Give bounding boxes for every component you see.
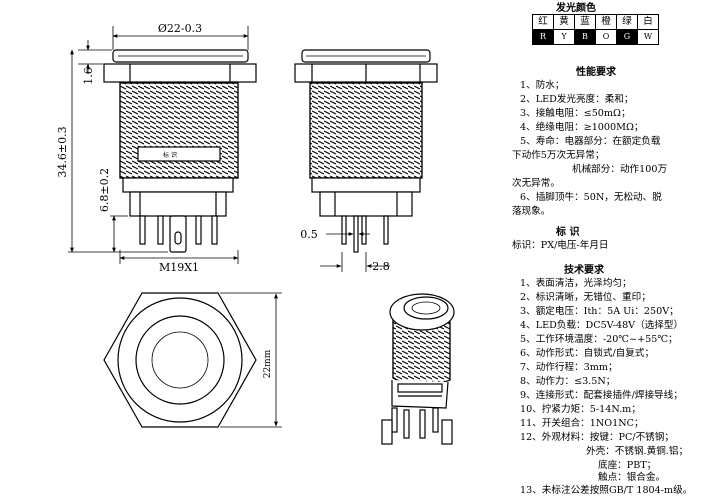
light-colors-title: 发光颜色 <box>556 3 596 14</box>
performance-line-5: 5、寿命：电器部分：在额定负载 <box>520 136 661 147</box>
technical-line-9: 9、连接形式：配套接插件/焊接导线； <box>520 390 683 401</box>
side-view <box>294 49 438 253</box>
total-height-label: 34.6±0.3 <box>56 126 69 177</box>
color-name-red: 红 <box>532 14 554 30</box>
top-diameter-label: Ø22-0.3 <box>158 22 202 35</box>
performance-line-10: 落现象。 <box>512 206 551 217</box>
technical-line-7: 7、动作行程：3mm； <box>520 362 618 373</box>
color-code-y: Y <box>553 29 575 45</box>
performance-line-1: 1、防水； <box>520 80 565 91</box>
thread-label: M19X1 <box>159 261 199 274</box>
cap-height-label: 1.6 <box>82 67 95 85</box>
body-mark-label: 标 识 <box>163 151 177 159</box>
pin-thickness-label: 0.5 <box>300 228 318 241</box>
performance-title: 性能要求 <box>576 67 616 78</box>
technical-title: 技术要求 <box>564 265 604 276</box>
color-code-b: B <box>574 29 596 45</box>
terminal-height-label: 6.8±0.2 <box>98 168 111 212</box>
performance-line-4: 4、绝缘电阻：≥1000MΩ； <box>520 122 644 133</box>
technical-line-12: 12、外观材料：按键：PC/不锈钢； <box>520 432 674 443</box>
marking-title: 标 识 <box>556 227 580 238</box>
color-name-orange: 橙 <box>595 14 617 30</box>
spec-panel: 发光颜色 红 黄 蓝 橙 绿 白 R Y B O G W 性能要求 1、防水； … <box>508 0 726 500</box>
performance-line-6: 下动作5万次无异常； <box>512 150 605 161</box>
technical-line-8: 8、动作力：≤3.5N； <box>520 376 616 387</box>
performance-line-2: 2、LED发光亮度：柔和； <box>520 94 634 105</box>
pin-width-label: 2.8 <box>372 260 390 273</box>
technical-line-14: 底座：PBT； <box>598 460 657 471</box>
marking-text: 标识：PX/电压-年月日 <box>512 240 609 251</box>
color-code-w: W <box>637 29 659 45</box>
technical-line-3: 3、额定电压：Ith：5A Ui：250V； <box>520 306 679 317</box>
color-code-o: O <box>595 29 617 45</box>
hex-top-view <box>103 292 257 428</box>
technical-line-10: 10、拧紧力矩：5-14N.m； <box>520 404 641 415</box>
side-dimensions <box>320 232 390 272</box>
light-colors-table: 红 黄 蓝 橙 绿 白 R Y B O G W <box>532 14 659 45</box>
technical-line-5: 5、工作环境温度：-20℃~+55℃； <box>520 334 678 345</box>
technical-line-11: 11、开关组合：1NO1NC； <box>520 418 644 429</box>
color-name-green: 绿 <box>616 14 638 30</box>
technical-line-4: 4、LED负载：DC5V-48V（选择型） <box>520 320 684 331</box>
technical-line-1: 1、表面清洁，光泽均匀； <box>520 278 632 289</box>
technical-line-13: 外壳：不锈钢.黄铜.铝； <box>586 446 689 457</box>
color-code-r: R <box>532 29 554 45</box>
hex-size-label: 22mm <box>263 349 273 378</box>
performance-line-3: 3、接触电阻：≤50mΩ； <box>520 108 631 119</box>
isometric-view <box>381 293 455 445</box>
color-name-yellow: 黄 <box>553 14 575 30</box>
technical-line-15: 触点：银合金。 <box>598 472 666 483</box>
technical-line-2: 2、标识清晰，无错位、重印； <box>520 292 651 303</box>
color-name-blue: 蓝 <box>574 14 596 30</box>
color-code-g: G <box>616 29 638 45</box>
color-name-white: 白 <box>637 14 659 30</box>
front-dimensions <box>68 26 249 264</box>
front-view <box>103 49 257 253</box>
performance-line-9: 6、插脚顶牛：50N，无松动、脱 <box>520 192 662 203</box>
technical-line-16: 13、未标注公差按照GB/T 1804-m级。 <box>520 485 693 496</box>
hex-dimensions <box>220 292 282 428</box>
technical-line-6: 6、动作形式：自锁式/自复式； <box>520 348 655 359</box>
performance-line-8: 次无异常。 <box>512 178 560 189</box>
performance-line-7: 机械部分：动作100万 <box>572 164 668 175</box>
